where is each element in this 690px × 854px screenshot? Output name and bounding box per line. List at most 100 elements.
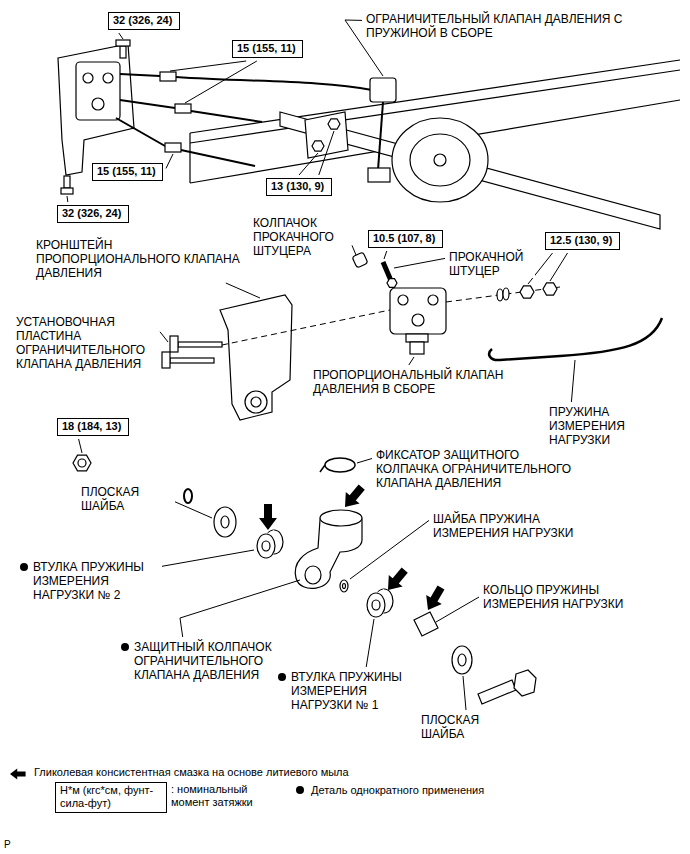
leader-line [436,597,479,622]
torque-value: 13 (130, 9) [271,180,324,193]
part-label: ПРУЖИНА ИЗМЕРЕНИЯ НАГРУЗКИ [548,405,665,447]
load-sensing-valve [312,141,324,151]
grease-arrow [338,481,369,512]
brake-pipe [116,118,165,146]
load-sensing-valve [378,102,383,170]
grease-arrow [381,564,412,595]
part-label: КРОНШТЕЙН ПРОПОРЦИОНАЛЬНОГО КЛАПАНА ДАВЛ… [35,238,247,280]
proportioning-valve [410,342,424,354]
exploded-parts [478,680,516,704]
exploded-parts [343,584,346,589]
valve-bracket-lower [220,295,292,420]
proportioning-valve [520,286,534,298]
valve-bracket-lower [220,295,292,420]
plate-bolt [170,358,214,363]
proportioning-valve [497,289,503,301]
pipe-fitting [160,72,191,152]
leader-line [175,502,212,518]
assembly-axis [222,310,390,345]
exploded-parts [214,507,236,537]
proportioning-valve [398,295,408,305]
part-label: УСТАНОВОЧНАЯ ПЛАСТИНА ОГРАНИЧИТЕЛЬНОГО К… [15,315,157,371]
part-label: ЗАЩИТНЫЙ КОЛПАЧОК ОГРАНИЧИТЕЛЬНОГО КЛАПА… [133,640,275,682]
torque-value: 12.5 (130, 9) [550,234,612,247]
exploded-parts [325,458,355,472]
single-use-dot [296,786,304,794]
leader-line [299,153,318,175]
axle-housing [280,112,660,229]
exploded-parts [73,455,91,471]
leader-line [166,154,173,168]
exploded-parts [340,580,348,592]
torque-value: 10.5 (107, 8) [373,232,435,245]
exploded-parts [78,459,86,467]
leader-line [170,61,246,71]
leader-line [67,196,69,202]
proportioning-valve [352,252,368,268]
part-label: ПРОКАЧНОЙ ШТУЦЕР [448,250,535,278]
part-label: КОЛЬЦО ПРУЖИНЫ ИЗМЕРЕНИЯ НАГРУЗКИ [482,583,664,611]
axle-housing [410,134,470,186]
valve-bracket [58,44,134,175]
torque-box: 32 (326, 24) [108,12,180,30]
leader-line [226,283,260,298]
valve-bracket [92,98,104,110]
leader-line [352,245,356,255]
leader-line [463,676,466,710]
figure-code: P [3,838,12,852]
leader-line [160,332,168,342]
proportioning-valve [387,279,397,288]
single-use-dot [278,673,286,681]
exploded-parts [262,541,270,551]
exploded-parts [305,566,321,584]
torque-value: 32 (326, 24) [113,14,172,27]
part-label: ФИКСАТОР ЗАЩИТНОГО КОЛПАЧКА ОГРАНИЧИТЕЛЬ… [375,448,582,490]
frame-rail [189,133,190,183]
torque-value: 15 (155, 11) [237,42,296,55]
exploded-parts [320,510,362,526]
leader-line [571,360,575,402]
exploded-parts [295,511,362,588]
brake-pipe [176,77,372,90]
part-label: ВТУЛКА ПРУЖИНЫ ИЗМЕРЕНИЯ НАГРУЗКИ № 2 [32,560,159,602]
axle-housing [434,154,446,166]
legend-text: : номинальный момент затяжки [170,783,287,809]
leader-line [185,61,257,103]
grease-arrow [420,583,449,615]
axle-housing [280,112,660,229]
exploded-parts [452,646,472,674]
valve-bracket [103,73,113,83]
exploded-parts [372,600,380,610]
exploded-parts [458,654,466,666]
grease-arrow [10,481,449,779]
brake-pipe [191,111,262,122]
proportioning-valve [503,288,509,300]
part-label: ШАЙБА ПРУЖИНА ИЗМЕРЕНИЯ НАГРУЗКИ [432,512,584,540]
torque-box: 32 (326, 24) [57,205,129,223]
exploded-parts [367,593,385,617]
torque-value: 18 (184, 13) [62,420,121,433]
leader-line [119,33,123,39]
leader-line [550,253,568,281]
torque-value: Н*м (кгс*см, фунт-сила-фут) [60,784,160,810]
part-label: КОЛПАЧОК ПРОКАЧНОГО ШТУЦЕРА [252,216,349,258]
legend-text: Гликолевая консистентная смазка на основ… [33,766,350,779]
load-sensing-valve [368,168,390,182]
leader-line [180,580,300,637]
grease-arrow [259,504,277,530]
axle-housing [392,118,488,202]
brake-pipe [120,74,160,76]
brake-pipe [116,74,372,166]
load-spring [489,318,662,360]
proportioning-valve [428,295,438,305]
plate-bolt [162,336,222,368]
load-sensing-valve [305,78,396,182]
torque-box: 15 (155, 11) [92,163,163,181]
leader-line [162,550,254,566]
torque-box: 10.5 (107, 8) [368,230,443,248]
load-sensing-valve [328,119,340,129]
brake-pipe [181,150,255,166]
exploded-parts [514,670,536,696]
plate-bolt [170,336,178,352]
legend-torque-box: Н*м (кгс*см, фунт-сила-фут) [55,782,167,813]
